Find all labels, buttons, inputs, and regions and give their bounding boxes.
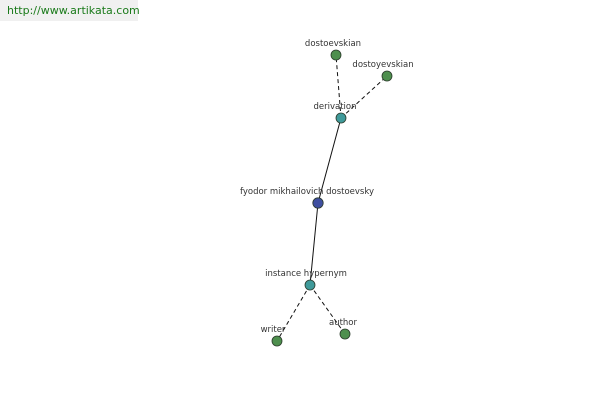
source-url-banner[interactable]: http://www.artikata.com [0, 0, 140, 21]
edges-layer [276, 54, 388, 342]
node-fyodor-mikhailovich-dostoevsky[interactable] [312, 197, 324, 209]
node-dostoyevskian[interactable] [381, 70, 393, 82]
node-label-writer[interactable]: writer [261, 325, 286, 335]
edge-instance-hypernym-to-author [309, 284, 346, 335]
edge-instance-hypernym-to-writer [276, 284, 311, 342]
edge-derivation-to-dostoyevskian [340, 75, 388, 119]
edge-derivation-to-dostoevskian [335, 54, 342, 119]
node-label-derivation[interactable]: derivation [313, 102, 356, 112]
node-dostoevskian[interactable] [330, 49, 342, 61]
labels-layer: fyodor mikhailovich dostoevsky derivation… [240, 39, 414, 335]
node-label-dostoevskian[interactable]: dostoevskian [305, 39, 361, 49]
node-writer[interactable] [271, 335, 283, 347]
node-label-dostoyevskian[interactable]: dostoyevskian [352, 60, 413, 70]
node-instance-hypernym[interactable] [304, 279, 316, 291]
nodes-layer [271, 49, 393, 347]
node-author[interactable] [339, 328, 351, 340]
node-derivation[interactable] [335, 112, 347, 124]
node-label-author[interactable]: author [329, 318, 358, 328]
edge-fyodor-mikhailovich-dostoevsky-to-derivation [317, 117, 342, 204]
node-label-fyodor-mikhailovich-dostoevsky[interactable]: fyodor mikhailovich dostoevsky [240, 187, 374, 197]
edge-fyodor-mikhailovich-dostoevsky-to-instance-hypernym [309, 202, 319, 286]
node-label-instance-hypernym[interactable]: instance hypernym [265, 269, 347, 279]
